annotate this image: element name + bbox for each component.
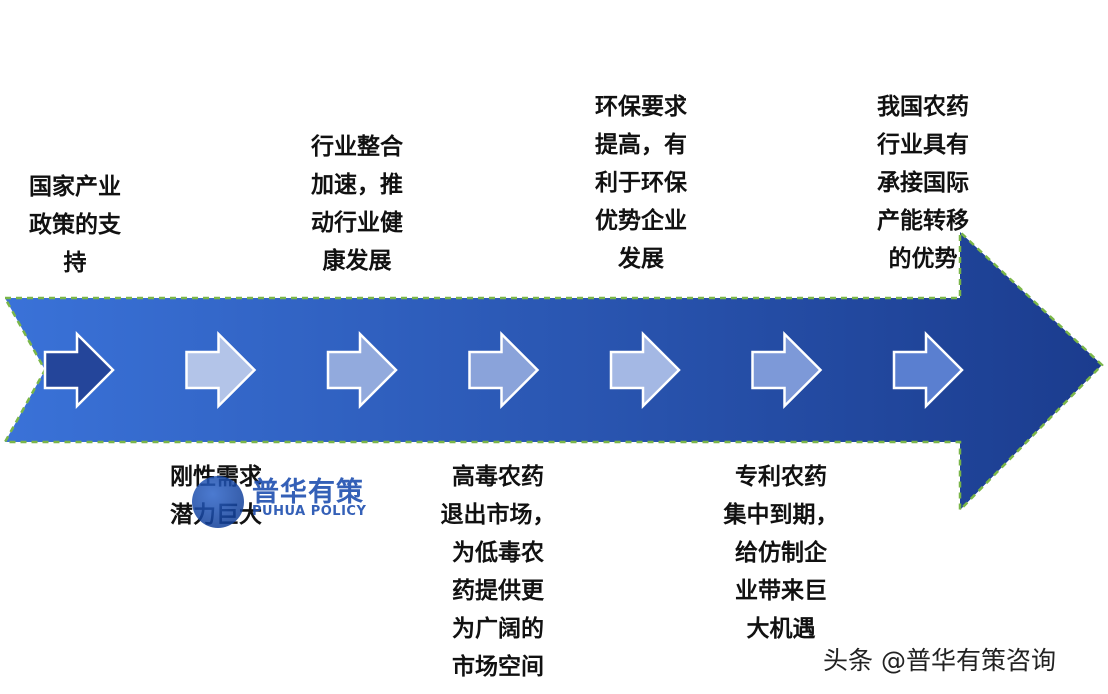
logo-text-en: PUHUA POLICY: [252, 504, 367, 519]
chevron-arrow-icon-6: [751, 330, 823, 410]
top-label-2: 行业整合 加速，推 动行业健 康发展: [311, 134, 403, 274]
watermark-text: 头条 @普华有策咨询: [823, 646, 1056, 675]
chevron-arrow-icon-2: [185, 330, 257, 410]
main-arrow-body: [2, 229, 1104, 514]
logo-text-cn: 普华有策: [252, 477, 364, 508]
top-label-4: 我国农药 行业具有 承接国际 产能转移 的优势: [877, 94, 969, 272]
chevron-arrow-icon-7: [892, 330, 964, 410]
bottom-label-3: 专利农药 集中到期， 给仿制企 业带来巨 大机遇: [723, 464, 839, 642]
top-label-1: 国家产业 政策的支 持: [29, 174, 121, 276]
logo-circle-icon: [192, 476, 244, 528]
puhua-logo: 普华有策 PUHUA POLICY: [192, 470, 392, 528]
chevron-arrow-icon-1: [43, 330, 115, 410]
top-label-3: 环保要求 提高，有 利于环保 优势企业 发展: [595, 94, 687, 272]
bottom-label-2: 高毒农药 退出市场， 为低毒农 药提供更 为广阔的 市场空间: [440, 464, 556, 680]
chevron-arrow-icon-3: [326, 330, 398, 410]
chevron-arrow-icon-4: [468, 330, 540, 410]
chevron-arrow-icon-5: [609, 330, 681, 410]
